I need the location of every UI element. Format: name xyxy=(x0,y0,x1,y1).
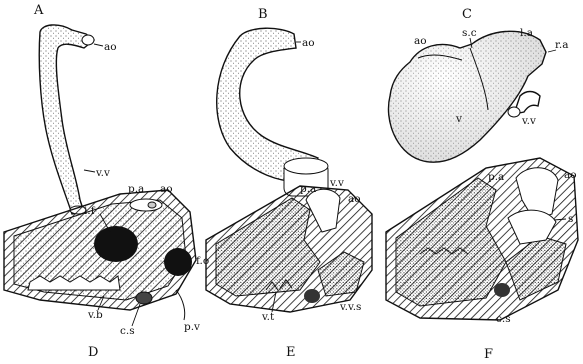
label-pa-d: p.a xyxy=(128,183,144,195)
panel-f: F p.a ao s c.s xyxy=(386,158,578,362)
coronary-sinus-opening xyxy=(136,292,152,304)
label-ra-c: r.a xyxy=(555,39,568,51)
label-ao-a: ao xyxy=(104,41,117,53)
panel-a: A ao v.v xyxy=(33,3,117,214)
label-ao-c: ao xyxy=(414,35,427,47)
panel-letter-f: F xyxy=(484,347,493,362)
label-vb-d: v.b xyxy=(87,309,103,321)
heart-tube xyxy=(39,25,94,214)
panel-letter-c: C xyxy=(462,7,472,22)
coronary-sinus-f xyxy=(494,283,510,297)
label-vv-c: v.v xyxy=(521,115,536,127)
label-vt-e: v.t xyxy=(261,311,275,323)
panel-c: C ao s.c l.a r.a v.v v xyxy=(388,7,568,162)
label-v-c: v xyxy=(455,113,462,125)
label-cs-d: c.s xyxy=(120,325,135,337)
aorta-opening-d xyxy=(130,199,162,211)
label-if-d: i.f xyxy=(84,205,96,217)
panel-d: D p.a ao i.f f.o v.b c.s p.v xyxy=(4,183,209,360)
label-ao-f: ao xyxy=(564,169,577,181)
leader-vv-a xyxy=(84,170,95,172)
vein-opening xyxy=(508,107,520,117)
panel-letter-e: E xyxy=(286,345,296,360)
label-pa-f: p.a xyxy=(488,171,504,183)
leader-ao-a xyxy=(94,44,103,46)
label-vv-b: v.v xyxy=(329,177,344,189)
left-chamber-e xyxy=(216,198,320,296)
panel-letter-a: A xyxy=(33,3,44,18)
aorta-inner-d xyxy=(148,202,156,208)
coronary-sinus-e xyxy=(304,289,320,303)
vein-stump-top xyxy=(284,158,328,174)
label-la-c: l.a xyxy=(520,27,533,39)
interatrial-foramen xyxy=(94,226,138,262)
aorta-stub xyxy=(82,35,94,45)
panel-b: B ao v.v xyxy=(217,7,344,196)
foramen-ovale xyxy=(164,248,192,276)
label-cs-f: c.s xyxy=(496,313,511,325)
label-ao-e: ao xyxy=(348,193,361,205)
label-vvs-e: v.v.s xyxy=(339,301,361,313)
left-chamber-f xyxy=(396,178,506,306)
label-vv-a: v.v xyxy=(95,167,110,179)
pulmonary-vein xyxy=(176,290,185,320)
leader-ra-c xyxy=(548,50,556,52)
label-pa-e: p.a xyxy=(300,183,316,195)
label-s-f: s xyxy=(568,213,573,225)
label-ao-d: ao xyxy=(160,183,173,195)
panel-e: E p.a ao v.t v.v.s xyxy=(206,183,372,360)
label-sc-c: s.c xyxy=(462,27,477,39)
panel-letter-d: D xyxy=(88,345,98,360)
label-pv-d: p.v xyxy=(184,321,200,333)
panel-letter-b: B xyxy=(258,7,268,22)
label-ao-b: ao xyxy=(302,37,315,49)
